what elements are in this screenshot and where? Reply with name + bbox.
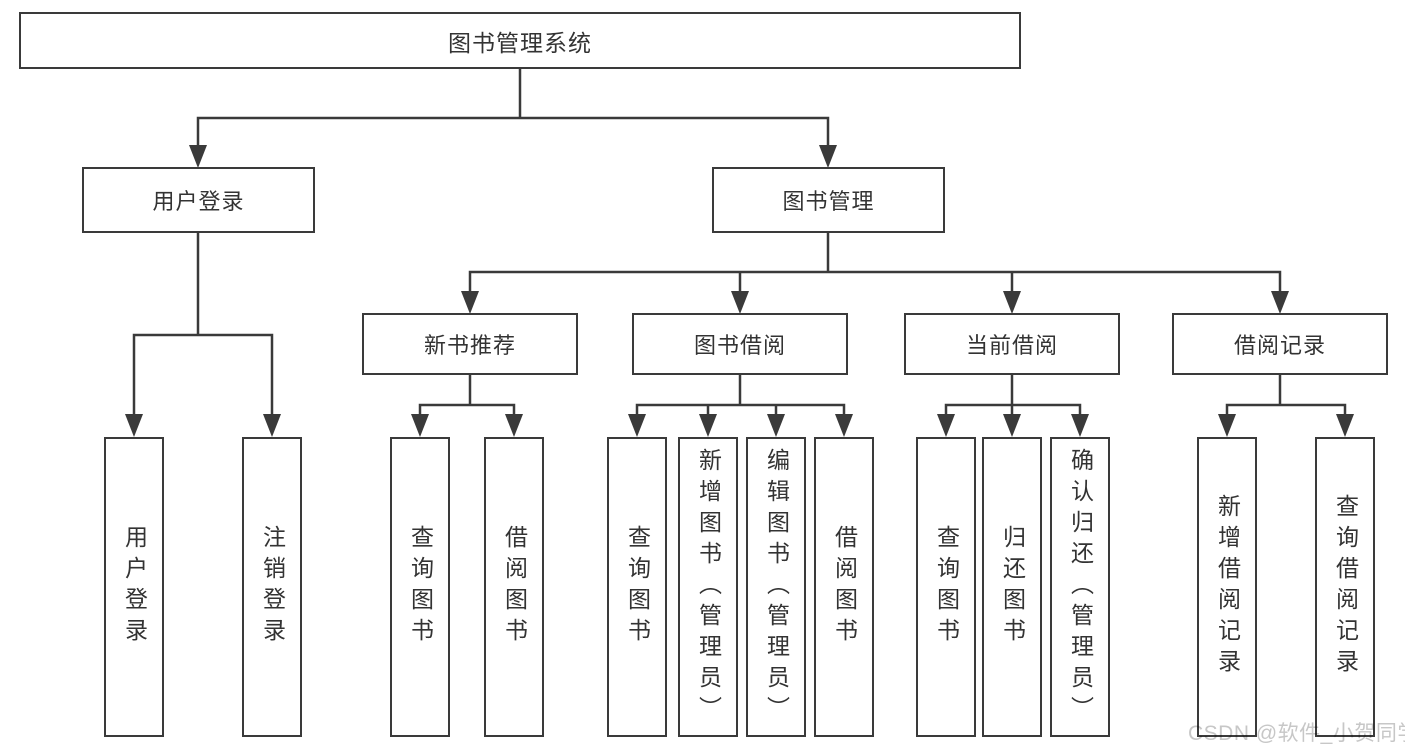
leaf-label: 注销登录	[259, 525, 286, 649]
leaf-records-add-record: 新增借阅记录	[1197, 437, 1257, 737]
leaf-label: 编辑图书（管理员）	[763, 447, 790, 727]
node-library-management-system: 图书管理系统	[19, 12, 1021, 69]
node-user-login: 用户登录	[82, 167, 315, 233]
leaf-label: 归还图书	[999, 525, 1026, 649]
leaf-records-query-record: 查询借阅记录	[1315, 437, 1375, 737]
leaf-current-return-book: 归还图书	[982, 437, 1042, 737]
leaf-borrow-edit-book-admin: 编辑图书（管理员）	[746, 437, 806, 737]
leaf-label: 用户登录	[121, 525, 148, 649]
leaf-label: 查询图书	[933, 525, 960, 649]
node-borrowing-records: 借阅记录	[1172, 313, 1388, 375]
leaf-label: 新增图书（管理员）	[695, 447, 722, 727]
edge-recommend-to-children	[418, 373, 516, 416]
node-label: 用户登录	[152, 189, 245, 214]
edge-current-to-children	[944, 373, 1082, 416]
leaf-borrow-query-book: 查询图书	[607, 437, 667, 737]
node-book-borrowing: 图书借阅	[632, 313, 848, 375]
node-current-borrowing: 当前借阅	[904, 313, 1120, 375]
edge-user-login-to-children	[132, 230, 274, 416]
arrowheads	[125, 145, 1354, 437]
edge-book-management-to-children	[468, 231, 1282, 293]
leaf-label: 查询图书	[407, 525, 434, 649]
node-label: 借阅记录	[1233, 333, 1326, 358]
edge-records-to-children	[1225, 373, 1347, 416]
csdn-watermark: CSDN @软件_小贺同学	[1188, 722, 1405, 745]
leaf-borrow-borrow-book: 借阅图书	[814, 437, 874, 737]
node-book-management: 图书管理	[712, 167, 945, 233]
leaf-user-login: 用户登录	[104, 437, 164, 737]
leaf-label: 借阅图书	[831, 525, 858, 649]
leaf-current-query-book: 查询图书	[916, 437, 976, 737]
leaf-label: 查询图书	[624, 525, 651, 649]
leaf-label: 查询借阅记录	[1332, 494, 1359, 680]
node-label: 新书推荐	[423, 333, 516, 358]
leaf-logout-login: 注销登录	[242, 437, 302, 737]
node-label: 图书管理系统	[448, 29, 592, 56]
edge-root-to-children	[196, 66, 830, 146]
edge-borrow-to-children	[635, 373, 846, 416]
leaf-label: 确认归还（管理员）	[1067, 447, 1094, 727]
leaf-recommend-borrow-book: 借阅图书	[484, 437, 544, 737]
node-label: 当前借阅	[965, 333, 1058, 358]
leaf-current-confirm-return-admin: 确认归还（管理员）	[1050, 437, 1110, 737]
leaf-label: 借阅图书	[501, 525, 528, 649]
node-new-book-recommend: 新书推荐	[362, 313, 578, 375]
node-label: 图书借阅	[693, 333, 786, 358]
leaf-label: 新增借阅记录	[1214, 494, 1241, 680]
leaf-recommend-query-book: 查询图书	[390, 437, 450, 737]
node-label: 图书管理	[782, 189, 875, 214]
leaf-borrow-add-book-admin: 新增图书（管理员）	[678, 437, 738, 737]
